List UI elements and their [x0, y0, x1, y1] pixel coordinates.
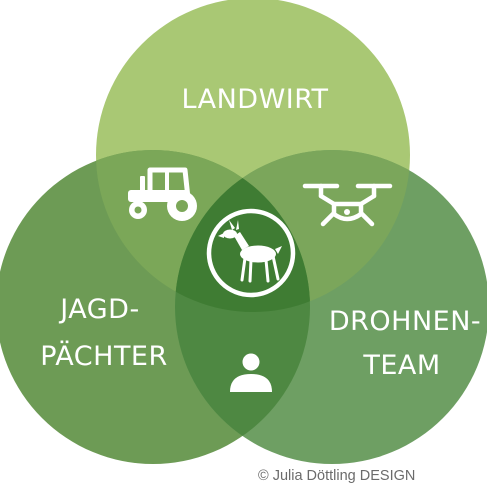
label-drohnen-line1: DROHNEN-: [329, 306, 481, 337]
drone-icon: [302, 183, 393, 227]
intersection-all: [175, 150, 310, 312]
label-landwirt: LANDWIRT: [181, 84, 328, 115]
label-jagd-line2: PÄCHTER: [40, 340, 168, 372]
person-icon: [230, 353, 272, 392]
tractor-icon: [128, 167, 197, 221]
deer-icon: [206, 208, 296, 298]
copyright-notice: © Julia Döttling DESIGN: [258, 468, 416, 484]
label-drohnen-line2: TEAM: [362, 350, 440, 381]
label-jagd-line1: JAGD-: [58, 294, 139, 325]
